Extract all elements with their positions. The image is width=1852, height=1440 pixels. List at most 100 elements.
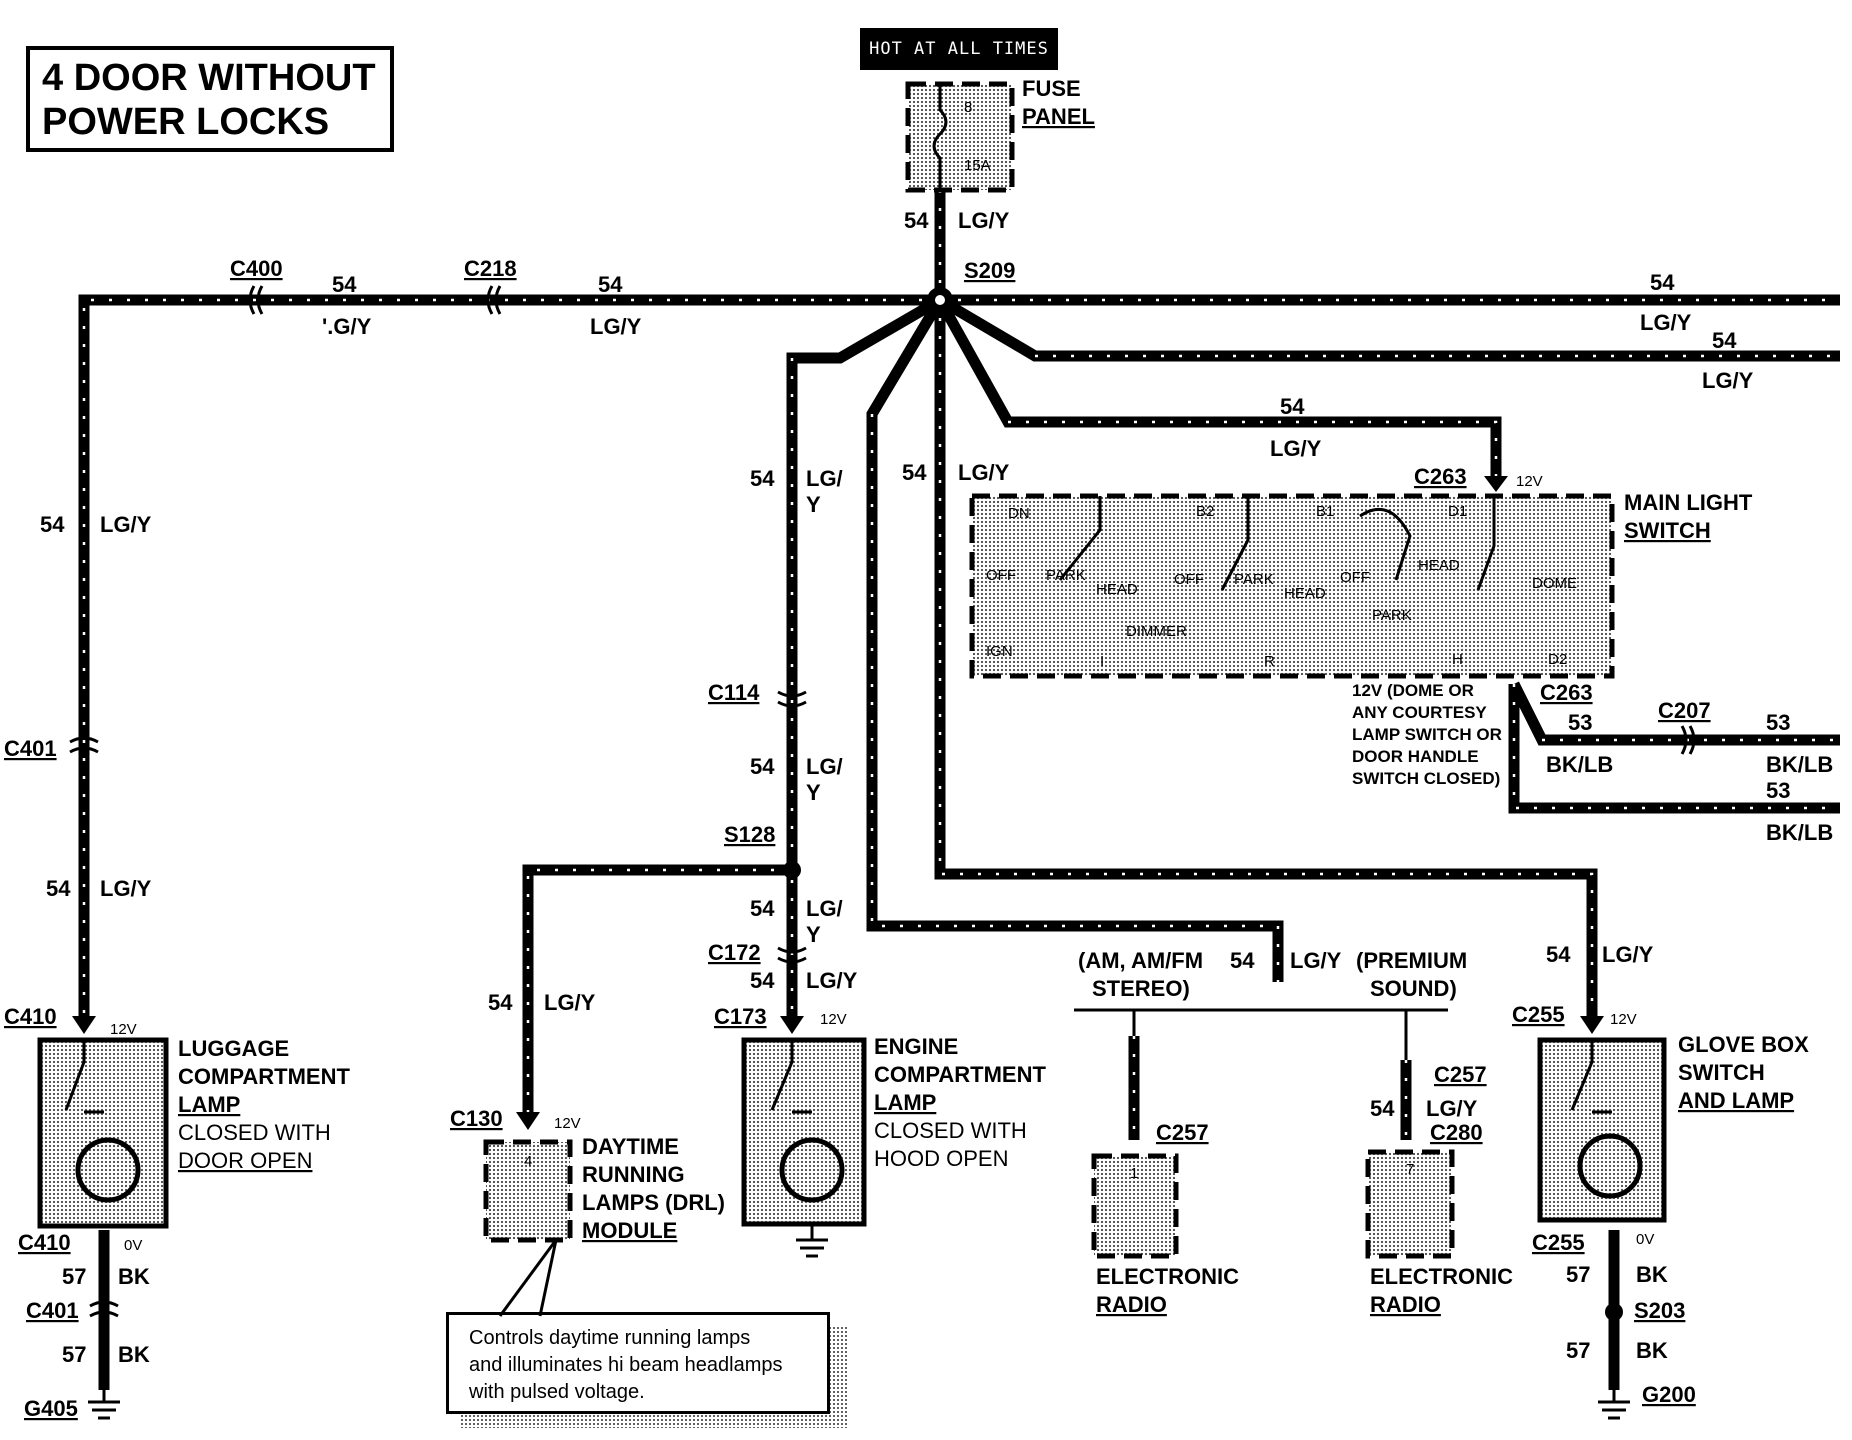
connector-c263-top: C263 — [1414, 464, 1467, 489]
splice-s203-dot — [1605, 1303, 1623, 1321]
switch-b1: B1 — [1316, 503, 1334, 520]
connector-c263-bottom: C263 — [1540, 680, 1593, 705]
engine-label-1: ENGINE — [874, 1034, 958, 1059]
fuse-number: 8 — [964, 99, 972, 116]
voltage-glove-0v: 0V — [1636, 1231, 1654, 1248]
dome-note-4: DOOR HANDLE — [1352, 747, 1479, 766]
glove-label-2: SWITCH — [1678, 1060, 1765, 1085]
voltage-c263: 12V — [1516, 473, 1543, 490]
luggage-note-2: DOOR OPEN — [178, 1148, 312, 1173]
color-h-1: LG/ — [806, 466, 843, 491]
dome-note-5: SWITCH CLOSED) — [1352, 769, 1500, 788]
color-b: LG/Y — [590, 314, 642, 339]
circuit-54-a: 54 — [332, 272, 357, 297]
labels: S209 C400 C218 C401 C410 C410 C401 G405 … — [4, 208, 1833, 1421]
am-fm-label-2: STEREO) — [1092, 976, 1190, 1001]
switch-dome: DOME — [1532, 575, 1577, 592]
color-g: LG/Y — [100, 876, 152, 901]
circuit-54-e: 54 — [1280, 394, 1305, 419]
color-n: LG/Y — [1290, 948, 1342, 973]
dome-note-1: 12V (DOME OR — [1352, 681, 1474, 700]
dome-note-3: LAMP SWITCH OR — [1352, 725, 1502, 744]
switch-park-3: PARK — [1372, 607, 1412, 624]
voltage-luggage-0v: 0V — [124, 1237, 142, 1254]
radio-right-label-2: RADIO — [1370, 1292, 1441, 1317]
switch-b2: B2 — [1196, 503, 1214, 520]
engine-lamp-box — [741, 1037, 867, 1227]
connector-c172: C172 — [708, 940, 761, 965]
switch-head-2: HEAD — [1284, 585, 1326, 602]
connector-c400: C400 — [230, 256, 283, 281]
color-f: LG/Y — [100, 512, 152, 537]
connector-c410-bottom: C410 — [18, 1230, 71, 1255]
color-j-2: Y — [806, 780, 821, 805]
circuit-53-a: 53 — [1568, 710, 1592, 735]
circuit-54-c: 54 — [1650, 270, 1675, 295]
circuit-54-j: 54 — [750, 754, 775, 779]
arrowheads — [72, 476, 1604, 1130]
ground-g405: G405 — [24, 1396, 78, 1421]
radio-right-pin: 7 — [1406, 1161, 1414, 1178]
color-e: LG/Y — [1270, 436, 1322, 461]
circuit-57-b: 57 — [62, 1342, 86, 1367]
switch-head-3: HEAD — [1418, 557, 1460, 574]
engine-label-2: COMPARTMENT — [874, 1062, 1046, 1087]
color-c: LG/Y — [1640, 310, 1692, 335]
splice-s203: S203 — [1634, 1298, 1685, 1323]
switch-r: R — [1264, 653, 1275, 670]
radio-left-box — [1091, 1153, 1179, 1259]
color-k-1: LG/ — [806, 896, 843, 921]
radio-left-pin: 1 — [1130, 1165, 1138, 1182]
switch-dn: DN — [1008, 505, 1030, 522]
connector-c401-top: C401 — [4, 736, 57, 761]
luggage-label-1: LUGGAGE — [178, 1036, 289, 1061]
switch-h: H — [1452, 651, 1463, 668]
connector-c218: C218 — [464, 256, 517, 281]
switch-off-1: OFF — [986, 567, 1016, 584]
radio-right-box — [1365, 1149, 1455, 1259]
color-53-b: BK/LB — [1766, 752, 1833, 777]
color-57-d: BK — [1636, 1338, 1668, 1363]
connector-c173: C173 — [714, 1004, 767, 1029]
fuse-panel-label-1: FUSE — [1022, 76, 1081, 101]
drl-note-line-3: with pulsed voltage. — [469, 1381, 645, 1403]
title-line-2: POWER LOCKS — [42, 101, 330, 143]
circuit-54-l: 54 — [750, 968, 775, 993]
connector-c401-bottom: C401 — [26, 1298, 79, 1323]
color-j-1: LG/ — [806, 754, 843, 779]
am-fm-label-1: (AM, AM/FM — [1078, 948, 1203, 973]
circuit-53-c: 53 — [1766, 778, 1790, 803]
luggage-label-3: LAMP — [178, 1092, 240, 1117]
circuit-54-k: 54 — [750, 896, 775, 921]
circuit-54-g: 54 — [46, 876, 71, 901]
circuit-54-i: 54 — [902, 460, 927, 485]
premium-label-2: SOUND) — [1370, 976, 1457, 1001]
color-57-a: BK — [118, 1264, 150, 1289]
splice-s209: S209 — [964, 258, 1015, 283]
voltage-luggage: 12V — [110, 1021, 137, 1038]
main-light-switch-label-2: SWITCH — [1624, 518, 1711, 543]
drl-pin: 4 — [524, 1153, 532, 1170]
glove-label-3: AND LAMP — [1678, 1088, 1794, 1113]
color-o: LG/Y — [1602, 942, 1654, 967]
circuit-54-m: 54 — [488, 990, 513, 1015]
circuit-53-b: 53 — [1766, 710, 1790, 735]
drl-label-2: RUNNING — [582, 1162, 685, 1187]
connector-c257-right: C257 — [1434, 1062, 1487, 1087]
color-i: LG/Y — [958, 460, 1010, 485]
drl-note-line-2: and illuminates hi beam headlamps — [469, 1354, 783, 1376]
engine-label-3: LAMP — [874, 1090, 936, 1115]
connector-c255-bottom: C255 — [1532, 1230, 1585, 1255]
circuit-57-a: 57 — [62, 1264, 86, 1289]
drl-note-line-1: Controls daytime running lamps — [469, 1327, 751, 1349]
luggage-label-2: COMPARTMENT — [178, 1064, 350, 1089]
switch-dimmer: DIMMER — [1126, 623, 1187, 640]
drl-label-3: LAMPS (DRL) — [582, 1190, 725, 1215]
color-m: LG/Y — [544, 990, 596, 1015]
switch-park-1: PARK — [1046, 567, 1086, 584]
color-h-2: Y — [806, 492, 821, 517]
circuit-54-f: 54 — [40, 512, 65, 537]
color-l: LG/Y — [806, 968, 858, 993]
circuit-54-h: 54 — [750, 466, 775, 491]
